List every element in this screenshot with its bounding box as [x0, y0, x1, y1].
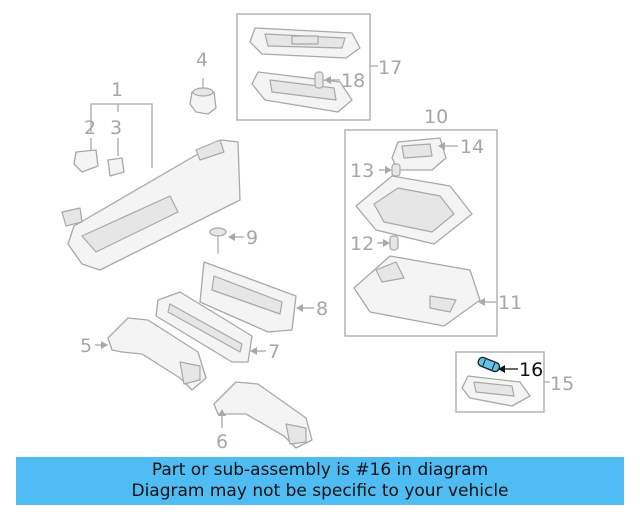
callout-14: 14	[460, 136, 484, 158]
callout-7: 7	[268, 341, 280, 363]
callout-12: 12	[350, 233, 374, 255]
part-3-clip	[107, 157, 125, 177]
callout-3: 3	[110, 117, 122, 139]
callout-10: 10	[424, 106, 448, 128]
assembly-10-group	[344, 129, 498, 337]
callout-16: 16	[519, 359, 543, 381]
part-6-grab-handle	[213, 381, 313, 449]
callout-5: 5	[80, 335, 92, 357]
callout-15: 15	[550, 373, 574, 395]
callout-4: 4	[196, 49, 208, 71]
callout-2: 2	[84, 117, 96, 139]
part-7-rail	[155, 291, 253, 363]
part-8-bracket	[199, 261, 297, 333]
banner-line-part-number: Part or sub-assembly is #16 in diagram	[151, 460, 489, 480]
part-5-grab-handle	[107, 317, 207, 391]
info-banner: Part or sub-assembly is #16 in diagram D…	[16, 457, 624, 505]
callout-1: 1	[111, 79, 123, 101]
part-1-sun-visor	[61, 139, 241, 271]
assembly-15-group	[455, 351, 545, 413]
callout-18: 18	[341, 70, 365, 92]
banner-line-disclaimer: Diagram may not be specific to your vehi…	[131, 481, 509, 501]
part-16-bulb	[477, 356, 501, 373]
assembly-17-group	[236, 13, 371, 121]
callout-6: 6	[216, 431, 228, 453]
part-4-clip	[189, 78, 217, 115]
part-9-screw	[209, 227, 227, 254]
parts-diagram: 17 18 4 1 2 3 9 8	[61, 13, 574, 453]
part-2-bracket	[73, 149, 99, 173]
callout-8: 8	[316, 298, 328, 320]
callout-11: 11	[498, 292, 522, 314]
callout-9: 9	[246, 227, 258, 249]
callout-13: 13	[350, 160, 374, 182]
callout-17: 17	[378, 57, 402, 79]
